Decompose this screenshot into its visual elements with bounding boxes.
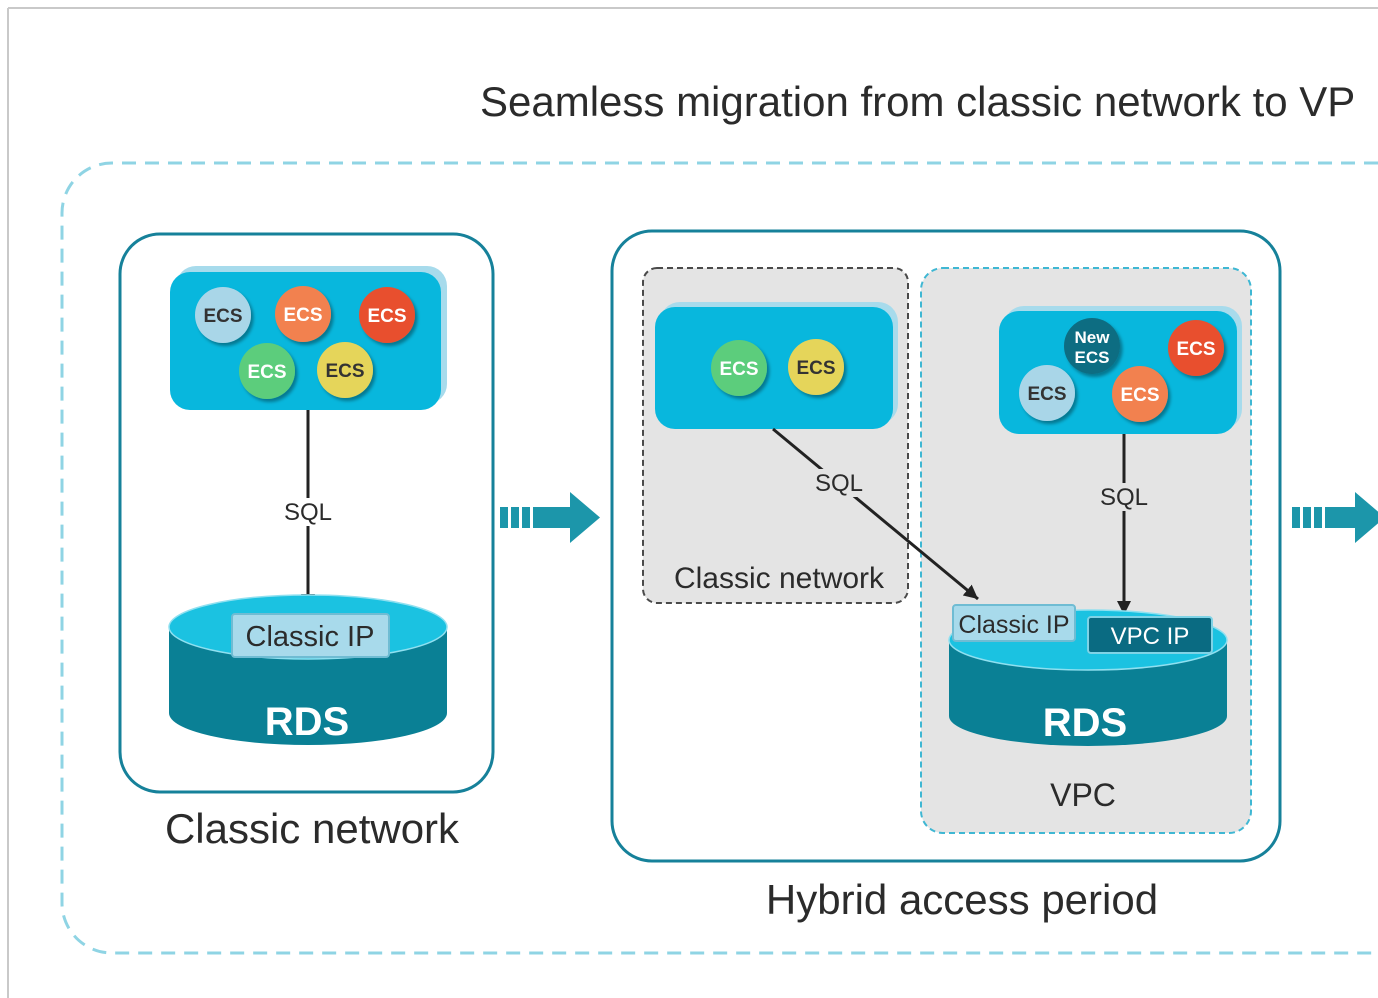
rds-cylinder: Classic IP RDS xyxy=(168,594,448,745)
vpc-zone-label: VPC xyxy=(1050,777,1116,813)
ecs-node-circle xyxy=(1019,365,1075,421)
ecs-node-label: ECS xyxy=(203,306,242,327)
classic-zone: ECS ECS Classic network xyxy=(642,267,909,604)
vpc-ip-box xyxy=(1087,616,1213,654)
ecs-node-label: ECS xyxy=(367,306,406,327)
diagram-title: Seamless migration from classic network … xyxy=(480,78,1355,125)
classic-ip-box xyxy=(952,604,1076,642)
classic-stage-panel xyxy=(118,232,495,794)
ecs-node-circle xyxy=(711,340,767,396)
ecs-node-circle xyxy=(195,287,251,343)
arrow-head xyxy=(1325,492,1378,543)
ecs-node-circle xyxy=(1112,366,1168,422)
classic-stage: ECS ECS ECS ECS ECS SQL xyxy=(118,232,495,852)
ecs-node-circle xyxy=(1064,318,1120,374)
vpc-zone: New ECS ECS ECS ECS SQL Clas xyxy=(920,267,1252,834)
ecs-node-circle xyxy=(359,287,415,343)
ecs-group-box xyxy=(655,307,893,429)
ecs-node-label: ECS xyxy=(1027,384,1066,405)
ecs-node-label: ECS xyxy=(283,305,322,326)
sql-connection-line xyxy=(772,427,979,601)
ecs-node-label: ECS xyxy=(719,359,758,380)
ecs-node: ECS xyxy=(359,287,415,343)
hybrid-stage: ECS ECS Classic network New ECS ECS xyxy=(610,229,1282,923)
ecs-node-label: ECS xyxy=(247,362,286,383)
migration-boundary xyxy=(60,161,1378,955)
classic-ip-label: Classic IP xyxy=(246,621,375,653)
ecs-node-circle xyxy=(239,343,295,399)
sql-label: SQL xyxy=(815,470,863,497)
ecs-node-label: ECS xyxy=(1176,339,1215,360)
arrow-dash xyxy=(1314,507,1322,528)
vpc-ip-label: VPC IP xyxy=(1111,623,1190,650)
classic-ip-box xyxy=(231,613,390,658)
ecs-node: ECS xyxy=(239,343,295,399)
ecs-node: ECS xyxy=(711,340,767,396)
rds-label: RDS xyxy=(1043,701,1127,745)
ecs-node-label: ECS xyxy=(796,358,835,379)
arrow-dash xyxy=(522,507,530,528)
arrow-dash xyxy=(511,507,519,528)
rds-label: RDS xyxy=(265,700,349,744)
hybrid-stage-label: Hybrid access period xyxy=(766,876,1158,923)
ecs-node-label: ECS xyxy=(1120,385,1159,406)
migration-arrow xyxy=(1292,492,1378,543)
sql-label: SQL xyxy=(284,499,332,526)
ecs-node: ECS xyxy=(275,286,331,342)
ecs-node: ECS xyxy=(195,287,251,343)
ecs-node-circle xyxy=(317,342,373,398)
ecs-node-circle xyxy=(1168,320,1224,376)
ecs-node-circle xyxy=(788,339,844,395)
arrow-dash xyxy=(1292,507,1300,528)
classic-zone-label: Classic network xyxy=(674,562,885,595)
ecs-node: ECS xyxy=(1168,320,1224,376)
classic-stage-label: Classic network xyxy=(165,805,460,852)
ecs-node: ECS xyxy=(317,342,373,398)
arrow-head xyxy=(533,492,600,543)
arrow-dash xyxy=(500,507,508,528)
sql-label-background xyxy=(1096,483,1152,511)
ecs-node-label-line-2: ECS xyxy=(1075,348,1110,367)
hybrid-stage-panel xyxy=(610,229,1282,863)
migration-arrow xyxy=(500,492,600,543)
rds-cylinder: Classic IP VPC IP RDS xyxy=(948,604,1228,746)
ecs-node-circle xyxy=(275,286,331,342)
ecs-node: ECS xyxy=(788,339,844,395)
sql-label-background xyxy=(811,469,867,497)
sql-label-background xyxy=(280,498,336,526)
ecs-group: ECS ECS ECS ECS ECS xyxy=(170,266,447,410)
ecs-node: ECS xyxy=(1112,366,1168,422)
arrow-dash xyxy=(1303,507,1311,528)
ecs-node-label-line-1: New xyxy=(1075,328,1111,347)
new-ecs-node: New ECS xyxy=(1064,318,1120,374)
sql-label: SQL xyxy=(1100,484,1148,511)
ecs-node-label: ECS xyxy=(325,361,364,382)
classic-ip-label: Classic IP xyxy=(958,611,1069,639)
ecs-node: ECS xyxy=(1019,365,1075,421)
